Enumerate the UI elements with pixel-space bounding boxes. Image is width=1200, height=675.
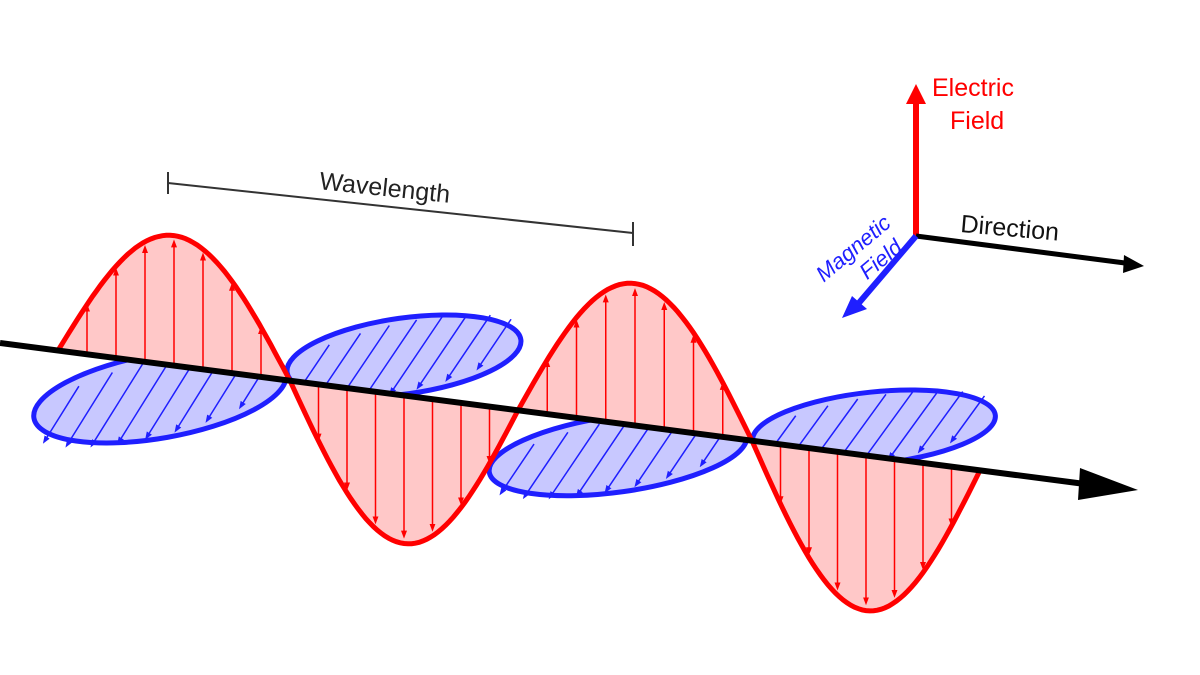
electric-field-label-line1: Electric: [932, 74, 1014, 102]
electric-field-wave: [53, 232, 984, 614]
axes-legend: Electric Field Direction Magnetic Field: [811, 74, 1144, 318]
wavelength-ruler: Wavelength: [167, 167, 634, 246]
magnetic-lobe-fill: [287, 314, 521, 398]
magnetic-axis-arrow: [855, 234, 919, 306]
electric-lobe-outline: [747, 437, 984, 614]
direction-axis-arrow: [915, 233, 1126, 266]
magnetic-axis-arrowhead: [842, 296, 867, 318]
electric-lobe: [285, 377, 522, 547]
magnetic-vector-arrow: [65, 372, 114, 448]
magnetic-vector-arrow: [548, 423, 600, 500]
direction-axis-arrowhead: [1123, 255, 1144, 273]
magnetic-vector-arrow: [445, 314, 491, 382]
electric-lobe-outline: [285, 377, 522, 547]
magnetic-vector-arrow: [499, 443, 535, 496]
magnetic-vector-arrow: [42, 385, 80, 444]
electric-lobe: [53, 232, 295, 384]
electric-axis-arrowhead: [906, 84, 926, 104]
magnetic-vector-arrow: [363, 319, 418, 400]
wavelength-label: Wavelength: [318, 167, 451, 209]
magnetic-vector-arrow: [887, 390, 940, 461]
magnetic-vector-arrow: [949, 395, 986, 444]
magnetic-vector-arrow: [389, 315, 444, 396]
axis-line: [0, 340, 1086, 487]
propagation-axis: [0, 340, 1138, 500]
magnetic-vector-arrow: [522, 431, 569, 500]
electric-lobe: [747, 437, 984, 614]
axis-arrowhead: [1078, 468, 1138, 500]
magnetic-vector-arrow: [859, 391, 914, 465]
magnetic-vector-arrow: [476, 318, 512, 371]
magnetic-vector-arrow: [575, 417, 630, 498]
electric-field-label-line2: Field: [950, 107, 1004, 135]
electric-lobe-outline: [53, 232, 295, 384]
magnetic-vector-arrow: [90, 362, 145, 448]
magnetic-vector-arrow: [917, 391, 964, 454]
electric-lobe-outline: [513, 280, 757, 444]
magnetic-vector-arrow: [416, 314, 468, 390]
magnetic-vector-arrow: [117, 355, 174, 445]
wavelength-ruler-line: [167, 182, 634, 234]
magnetic-field-label: Magnetic Field: [811, 210, 908, 287]
electric-lobe: [513, 280, 757, 444]
